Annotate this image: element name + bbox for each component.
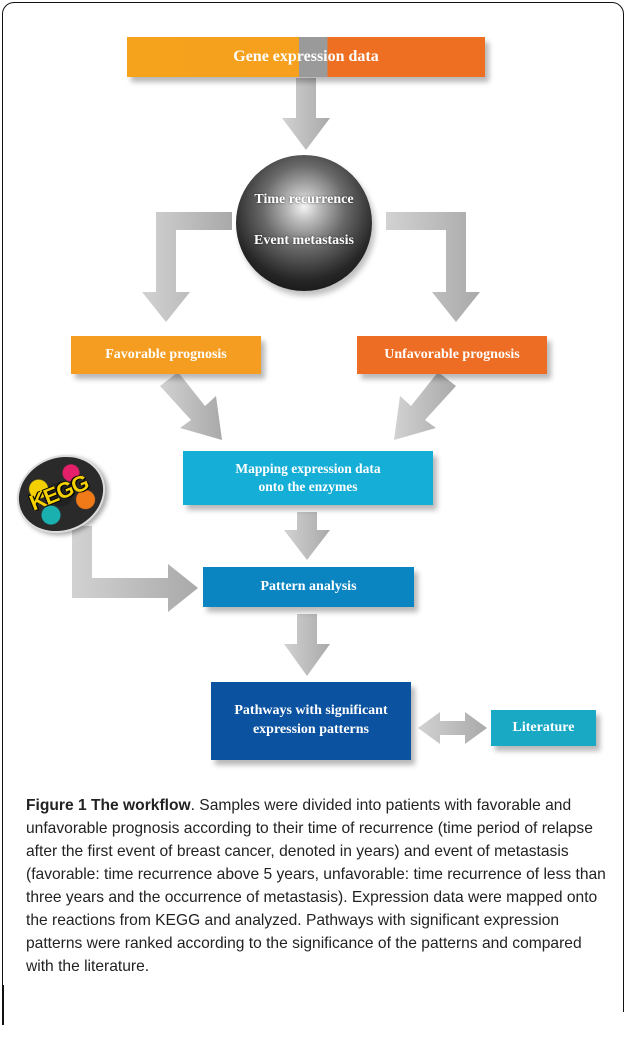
arrow-right-elbow bbox=[386, 212, 480, 322]
arrow-double-literature bbox=[418, 712, 487, 744]
pathways-label-line2: expression patterns bbox=[252, 722, 369, 737]
arrow-left-elbow bbox=[142, 212, 232, 322]
unfavorable-label: Unfavorable prognosis bbox=[384, 346, 520, 362]
arrow-pattern-down bbox=[284, 614, 330, 676]
pattern-label: Pattern analysis bbox=[260, 578, 357, 594]
gene-expression-label: Gene expression data bbox=[233, 48, 379, 66]
mapping-box: Mapping expression data onto the enzymes bbox=[183, 451, 433, 505]
frame-open-bottom bbox=[0, 1012, 628, 1043]
caption-title: Figure 1 The workflow bbox=[26, 797, 191, 814]
caption-text: . Samples were divided into patients wit… bbox=[26, 797, 606, 975]
sphere-label-event: Event metastasis bbox=[254, 233, 354, 248]
literature-box: Literature bbox=[491, 710, 596, 746]
literature-label: Literature bbox=[512, 719, 575, 735]
figure-caption: Figure 1 The workflow. Samples were divi… bbox=[26, 794, 610, 978]
mapping-label-line2: onto the enzymes bbox=[258, 479, 358, 494]
arrow-top-down bbox=[282, 78, 330, 150]
arrow-mapping-down bbox=[284, 512, 330, 560]
sphere-label-time: Time recurrence bbox=[254, 192, 354, 207]
pattern-analysis-box: Pattern analysis bbox=[203, 567, 414, 607]
favorable-prognosis-box: Favorable prognosis bbox=[71, 336, 261, 374]
gene-expression-box: Gene expression data bbox=[127, 37, 485, 77]
favorable-label: Favorable prognosis bbox=[105, 346, 227, 362]
pathways-box: Pathways with significant expression pat… bbox=[211, 682, 411, 760]
arrow-unfavorable-diagonal bbox=[394, 372, 456, 440]
unfavorable-prognosis-box: Unfavorable prognosis bbox=[357, 336, 547, 374]
pathways-label-line1: Pathways with significant bbox=[234, 703, 388, 719]
arrow-favorable-diagonal bbox=[160, 372, 222, 440]
decision-sphere bbox=[236, 155, 372, 291]
mapping-label-line1: Mapping expression data bbox=[235, 460, 381, 476]
frame-left-edge bbox=[2, 985, 4, 1025]
arrow-kegg-elbow bbox=[72, 526, 198, 612]
